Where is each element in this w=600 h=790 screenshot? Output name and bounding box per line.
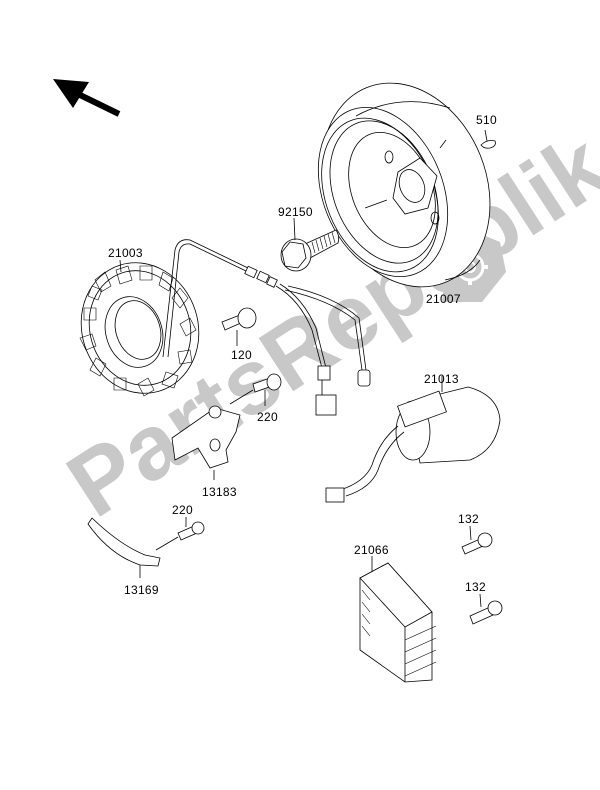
bracket-bolt[interactable] — [229, 373, 282, 406]
pickup-coil[interactable] — [325, 376, 501, 503]
regulator-bolt-lower[interactable] — [469, 593, 503, 625]
part-label-13183[interactable]: 13183 — [202, 485, 237, 499]
part-label-13169[interactable]: 13169 — [124, 583, 159, 597]
stator-coil[interactable] — [64, 247, 215, 408]
key[interactable] — [480, 129, 496, 149]
regulator-bolt-upper[interactable] — [461, 525, 493, 555]
part-label-220-clamp[interactable]: 220 — [172, 503, 193, 517]
part-label-120[interactable]: 120 — [231, 348, 252, 362]
regulator-rectifier[interactable] — [359, 556, 437, 683]
flywheel-rotor[interactable] — [292, 58, 519, 313]
part-label-220-bracket[interactable]: 220 — [257, 410, 278, 424]
part-label-510[interactable]: 510 — [476, 113, 497, 127]
part-label-132-upper[interactable]: 132 — [458, 512, 479, 526]
part-label-21013[interactable]: 21013 — [424, 372, 459, 386]
part-label-92150[interactable]: 92150 — [278, 205, 313, 219]
front-direction-arrow-icon — [53, 79, 121, 117]
wire-clamp[interactable] — [87, 517, 161, 578]
stator-wire-harness[interactable] — [162, 239, 371, 416]
part-label-21003[interactable]: 21003 — [108, 246, 143, 260]
flywheel-bolt[interactable] — [280, 217, 340, 272]
clamp-bolt[interactable] — [155, 517, 205, 551]
part-label-21066[interactable]: 21066 — [354, 543, 389, 557]
wire-bracket[interactable] — [171, 405, 241, 480]
stator-bolt[interactable] — [221, 307, 257, 346]
part-label-21007[interactable]: 21007 — [426, 292, 461, 306]
part-label-132-lower[interactable]: 132 — [465, 580, 486, 594]
